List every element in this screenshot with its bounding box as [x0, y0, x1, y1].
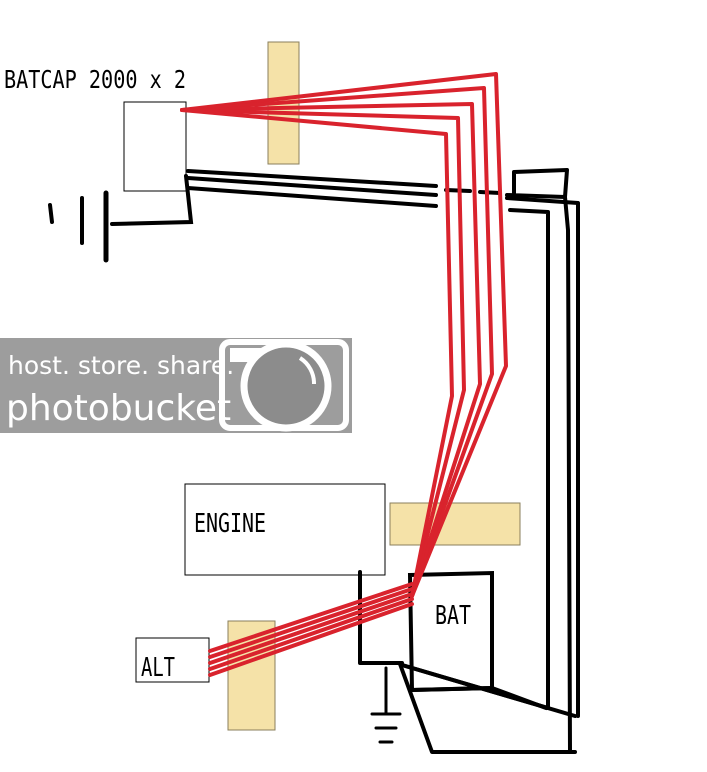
battery-label: BAT: [435, 601, 471, 631]
positive-wires: [180, 72, 508, 677]
batcap-box: [123, 101, 187, 192]
alt-box: [135, 637, 210, 683]
camera-icon: [219, 339, 349, 432]
batcap-label: BATCAP 2000 x 2: [4, 65, 186, 94]
negative-wires: [186, 168, 580, 754]
engine-box: [184, 483, 386, 576]
ground-symbol-icon: [370, 666, 402, 744]
capacitor-symbol-icon: [48, 174, 194, 263]
watermark-tagline: host. store. share.: [8, 351, 234, 380]
alt-label: ALT: [141, 653, 175, 683]
fuse-block-engine: [389, 502, 521, 546]
engine-label: ENGINE: [194, 509, 266, 539]
photobucket-watermark: host. store. share. photobucket: [0, 338, 352, 433]
watermark-brand: photobucket: [6, 388, 231, 429]
